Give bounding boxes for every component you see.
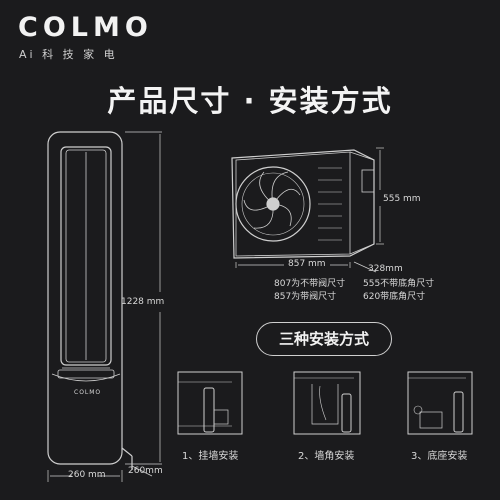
- install-icon-corner: [293, 371, 361, 435]
- install-method-label: 2、墙角安装: [298, 451, 355, 462]
- install-icon-wall-mounted: [177, 371, 243, 435]
- indoor-dimension-lines: [47, 131, 162, 482]
- brand-logo: COLMO: [18, 12, 153, 43]
- indoor-height-label: 1228 mm: [121, 297, 165, 307]
- install-method-label: 3、底座安装: [411, 451, 468, 462]
- height-note: 620带底角尺寸: [363, 292, 426, 302]
- indoor-unit-drawing: [47, 131, 133, 470]
- indoor-depth-label: 260mm: [128, 466, 163, 476]
- page-title: 产品尺寸 · 安装方式: [107, 84, 393, 118]
- install-icon-base: [407, 371, 473, 435]
- install-section-title: 三种安装方式: [256, 322, 392, 356]
- outdoor-height-label: 555 mm: [383, 194, 421, 204]
- outdoor-dimension-lines: [235, 147, 384, 273]
- outdoor-width-label: 857 mm: [288, 259, 326, 269]
- width-note: 857为带阀尺寸: [274, 292, 337, 302]
- width-note: 807为不带阀尺寸: [274, 279, 346, 289]
- outdoor-width-notes: 807为不带阀尺寸 857为带阀尺寸: [274, 278, 345, 304]
- outdoor-height-notes: 555不带底角尺寸 620带底角尺寸: [363, 278, 434, 304]
- outdoor-unit-drawing: [231, 149, 375, 259]
- indoor-unit-logo: COLMO: [74, 389, 102, 396]
- height-note: 555不带底角尺寸: [363, 279, 435, 289]
- brand-tagline: Ai 科 技 家 电: [19, 48, 118, 61]
- outdoor-depth-label: 328mm: [368, 264, 403, 274]
- install-method-label: 1、挂墙安装: [182, 451, 239, 462]
- indoor-width-label: 260 mm: [68, 470, 106, 480]
